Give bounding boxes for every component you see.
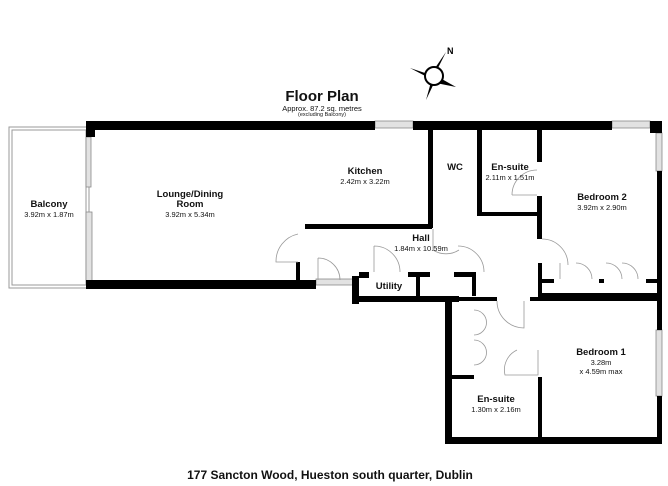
room-utility: Utility — [366, 282, 412, 292]
room-dimensions: 3.92m x 2.90m — [577, 203, 627, 212]
room-bedroom-1: Bedroom 1 3.28m x 4.59m max — [566, 347, 636, 377]
room-name: WC — [447, 162, 463, 173]
room-dimensions: 1.84m x 10.59m — [394, 244, 448, 253]
room-dimensions: 3.28m — [590, 358, 612, 367]
room-name: Bedroom 2 — [577, 192, 627, 203]
area-note-label: (excluding Balcony) — [298, 112, 346, 118]
room-balcony: Balcony 3.92m x 1.87m — [12, 199, 86, 220]
room-dimensions: 3.92m x 1.87m — [24, 210, 74, 219]
room-dimensions-line2: x 4.59m max — [579, 367, 623, 376]
room-name: En-suite — [491, 162, 529, 173]
walls — [86, 121, 662, 444]
room-hall: Hall 1.84m x 10.59m — [388, 233, 454, 254]
room-name: Balcony — [30, 199, 68, 210]
room-lounge-dining: Lounge/Dining Room 3.92m x 5.34m — [140, 189, 240, 220]
room-name: Kitchen — [347, 166, 383, 177]
room-name: Utility — [375, 281, 403, 292]
door-swings — [275, 169, 639, 376]
room-wc: WC — [435, 163, 475, 173]
room-name: Hall — [412, 233, 430, 244]
room-dimensions: 2.42m x 3.22m — [340, 177, 390, 186]
total-area-label: Approx. 87.2 sq. metres — [282, 104, 362, 113]
room-dimensions: 2.11m x 1.51m — [485, 173, 535, 182]
room-name: Lounge/Dining — [156, 189, 224, 200]
balcony-outline — [8, 126, 90, 289]
room-ensuite-1: En-suite 1.30m x 2.16m — [462, 394, 530, 415]
room-dimensions: 3.92m x 5.34m — [165, 210, 215, 219]
room-name: Bedroom 1 — [576, 347, 626, 358]
room-name: En-suite — [477, 394, 515, 405]
compass-rose-icon: N — [410, 46, 456, 100]
floor-plan-title: Floor Plan — [285, 88, 359, 105]
room-ensuite-2: En-suite 2.11m x 1.51m — [482, 162, 538, 183]
svg-text:N: N — [447, 46, 454, 56]
room-dimensions: 1.30m x 2.16m — [471, 405, 521, 414]
room-bedroom-2: Bedroom 2 3.92m x 2.90m — [566, 192, 638, 213]
room-name-line2: Room — [176, 199, 204, 210]
property-address: 177 Sancton Wood, Hueston south quarter,… — [187, 468, 473, 482]
room-kitchen: Kitchen 2.42m x 3.22m — [330, 166, 400, 187]
